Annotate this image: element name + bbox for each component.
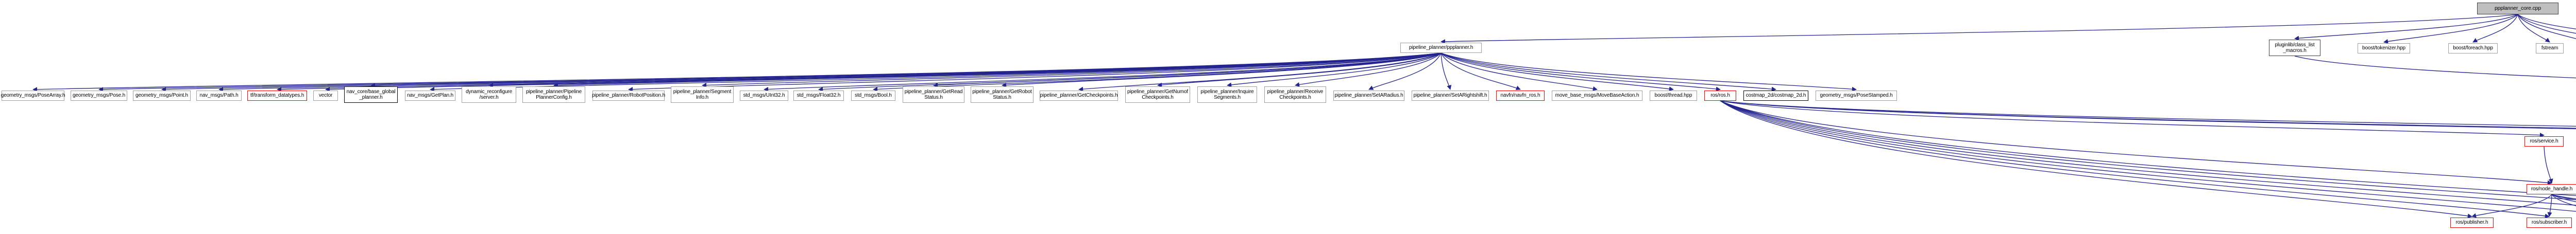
graph-node-segmentinfo[interactable]: pipeline_planner/Segment Info.h <box>671 86 734 103</box>
graph-node-movebaseaction[interactable]: move_base_msgs/MoveBaseAction.h <box>1552 91 1642 101</box>
graph-node-class_list[interactable]: pluginlib/class_list _macros.h <box>2269 40 2320 56</box>
graph-edge <box>1720 100 2552 185</box>
graph-edge <box>370 52 1442 88</box>
graph-node-uint32[interactable]: std_msgs/UInt32.h <box>740 91 788 101</box>
graph-edge <box>1720 100 2576 206</box>
graph-edge <box>2472 14 2518 43</box>
graph-edge <box>1440 52 1857 92</box>
graph-node-posestamped[interactable]: geometry_msgs/PoseStamped.h <box>1816 91 1897 101</box>
graph-edge <box>1440 14 2518 44</box>
graph-node-tokenizer[interactable]: boost/tokenizer.hpp <box>2358 43 2410 53</box>
graph-edge <box>2547 194 2552 217</box>
graph-edge <box>1440 52 1776 92</box>
graph-edge <box>1440 52 1674 92</box>
graph-node-getread[interactable]: pipeline_planner/GetRead Status.h <box>903 86 964 103</box>
graph-edge <box>818 52 1442 92</box>
graph-node-pose_h[interactable]: geometry_msgs/Pose.h <box>71 91 127 101</box>
graph-node-ppplanner_h[interactable]: pipeline_planner/ppplanner.h <box>1400 43 1482 53</box>
graph-node-receivechk[interactable]: pipeline_planner/Receive Checkpoints.h <box>1264 86 1326 103</box>
graph-node-ros_service[interactable]: ros/service.h <box>2524 136 2564 147</box>
graph-edge <box>1227 52 1442 87</box>
graph-edge <box>1002 52 1442 87</box>
graph-edge <box>430 52 1442 92</box>
graph-edge <box>628 52 1442 92</box>
graph-node-ros_ros[interactable]: ros/ros.h <box>1704 91 1736 101</box>
graph-edge <box>1720 100 2545 138</box>
graph-node-foreach[interactable]: boost/foreach.hpp <box>2448 43 2498 53</box>
graph-node-dyn_reconf[interactable]: dynamic_reconfigure /server.h <box>462 86 516 103</box>
graph-edge <box>1720 100 2576 129</box>
graph-node-pl_config[interactable]: pipeline_planner/Pipeline PlannerConfig.… <box>522 86 585 103</box>
graph-edge <box>1440 52 1598 91</box>
graph-node-setaradius[interactable]: pipeline_planner/SetARadius.h <box>1333 91 1404 101</box>
graph-edge <box>1440 52 1452 90</box>
graph-edge <box>553 52 1442 88</box>
graph-node-posearray[interactable]: geometry_msgs/PoseArray.h <box>1 91 65 101</box>
graph-node-publisher[interactable]: ros/publisher.h <box>2450 218 2494 228</box>
graph-edge <box>2383 14 2518 44</box>
graph-node-getnumof[interactable]: pipeline_planner/GetNumof Checkpoints.h <box>1125 86 1190 103</box>
graph-node-thread_hpp[interactable]: boost/thread.hpp <box>1650 91 1697 101</box>
graph-node-setarightshift[interactable]: pipeline_planner/SetARightshift.h <box>1412 91 1489 101</box>
graph-node-subscriber1[interactable]: ros/subscriber.h <box>2527 218 2572 228</box>
graph-edge <box>277 52 1442 92</box>
graph-root-node[interactable]: ppplanner_core.cpp <box>2477 3 2558 14</box>
edge-group <box>32 14 2576 219</box>
graph-edge <box>1720 100 2576 196</box>
graph-edge <box>1295 52 1442 87</box>
graph-edge <box>1720 100 2576 130</box>
graph-node-node_handle[interactable]: ros/node_handle.h <box>2527 184 2576 194</box>
graph-node-robotposition[interactable]: pipeline_planner/RobotPosition.h <box>592 91 665 101</box>
graph-node-fstream[interactable]: fstream <box>2536 43 2564 53</box>
graph-edge <box>2551 194 2576 201</box>
graph-node-bool_h[interactable]: std_msgs/Bool.h <box>851 91 895 101</box>
graph-edge <box>218 52 1442 92</box>
graph-edge <box>32 52 1442 92</box>
graph-edge <box>2517 14 2576 39</box>
graph-edge <box>2294 14 2518 41</box>
graph-node-float32[interactable]: std_msgs/Float32.h <box>793 91 844 101</box>
graph-edge <box>2517 14 2576 34</box>
graph-node-inquireseg[interactable]: pipeline_planner/Inquire Segments.h <box>1197 86 1257 103</box>
graph-node-navpath[interactable]: nav_msgs/Path.h <box>196 91 242 101</box>
graph-node-base_global[interactable]: nav_core/base_global _planner.h <box>344 86 398 103</box>
graph-edge <box>1368 52 1442 90</box>
graph-node-navfn_ros[interactable]: navfn/navfn_ros.h <box>1496 91 1545 101</box>
graph-node-getrobot[interactable]: pipeline_planner/GetRobot Status.h <box>971 86 1033 103</box>
graph-edge <box>1078 52 1442 92</box>
graph-node-costmap2d[interactable]: costmap_2d/costmap_2d.h <box>1743 91 1808 101</box>
graph-edge <box>764 52 1442 92</box>
graph-edge <box>873 52 1442 92</box>
graph-edge <box>2471 194 2552 218</box>
graph-edge <box>1440 52 1721 92</box>
graph-edge <box>2517 14 2550 43</box>
graph-edge <box>933 52 1442 88</box>
graph-edge <box>1720 100 2550 219</box>
graph-edge <box>2517 14 2576 30</box>
graph-edge <box>488 52 1442 88</box>
graph-edge <box>2294 56 2576 79</box>
graph-edge <box>702 52 1442 88</box>
graph-edge <box>2551 194 2576 206</box>
graph-edge <box>1720 100 2472 219</box>
graph-edge <box>1720 100 2576 127</box>
graph-edge <box>2551 194 2576 202</box>
graph-edge <box>161 52 1442 92</box>
graph-edge <box>1720 100 2576 212</box>
graph-node-tf_datatypes[interactable]: tf/transform_datatypes.h <box>247 91 307 101</box>
graph-edge <box>1157 52 1442 87</box>
graph-node-getcheckpoints[interactable]: pipeline_planner/GetCheckpoints.h <box>1040 91 1118 101</box>
graph-edge <box>1440 52 1521 91</box>
graph-node-vector[interactable]: vector <box>313 91 338 101</box>
graph-edge <box>325 52 1442 92</box>
graph-edge <box>2544 146 2553 184</box>
graph-node-getplan[interactable]: nav_msgs/GetPlan.h <box>405 91 455 101</box>
graph-edge <box>1720 100 2576 201</box>
graph-edge <box>2551 194 2576 200</box>
graph-edge <box>98 52 1442 92</box>
graph-node-point_h[interactable]: geometry_msgs/Point.h <box>133 91 191 101</box>
